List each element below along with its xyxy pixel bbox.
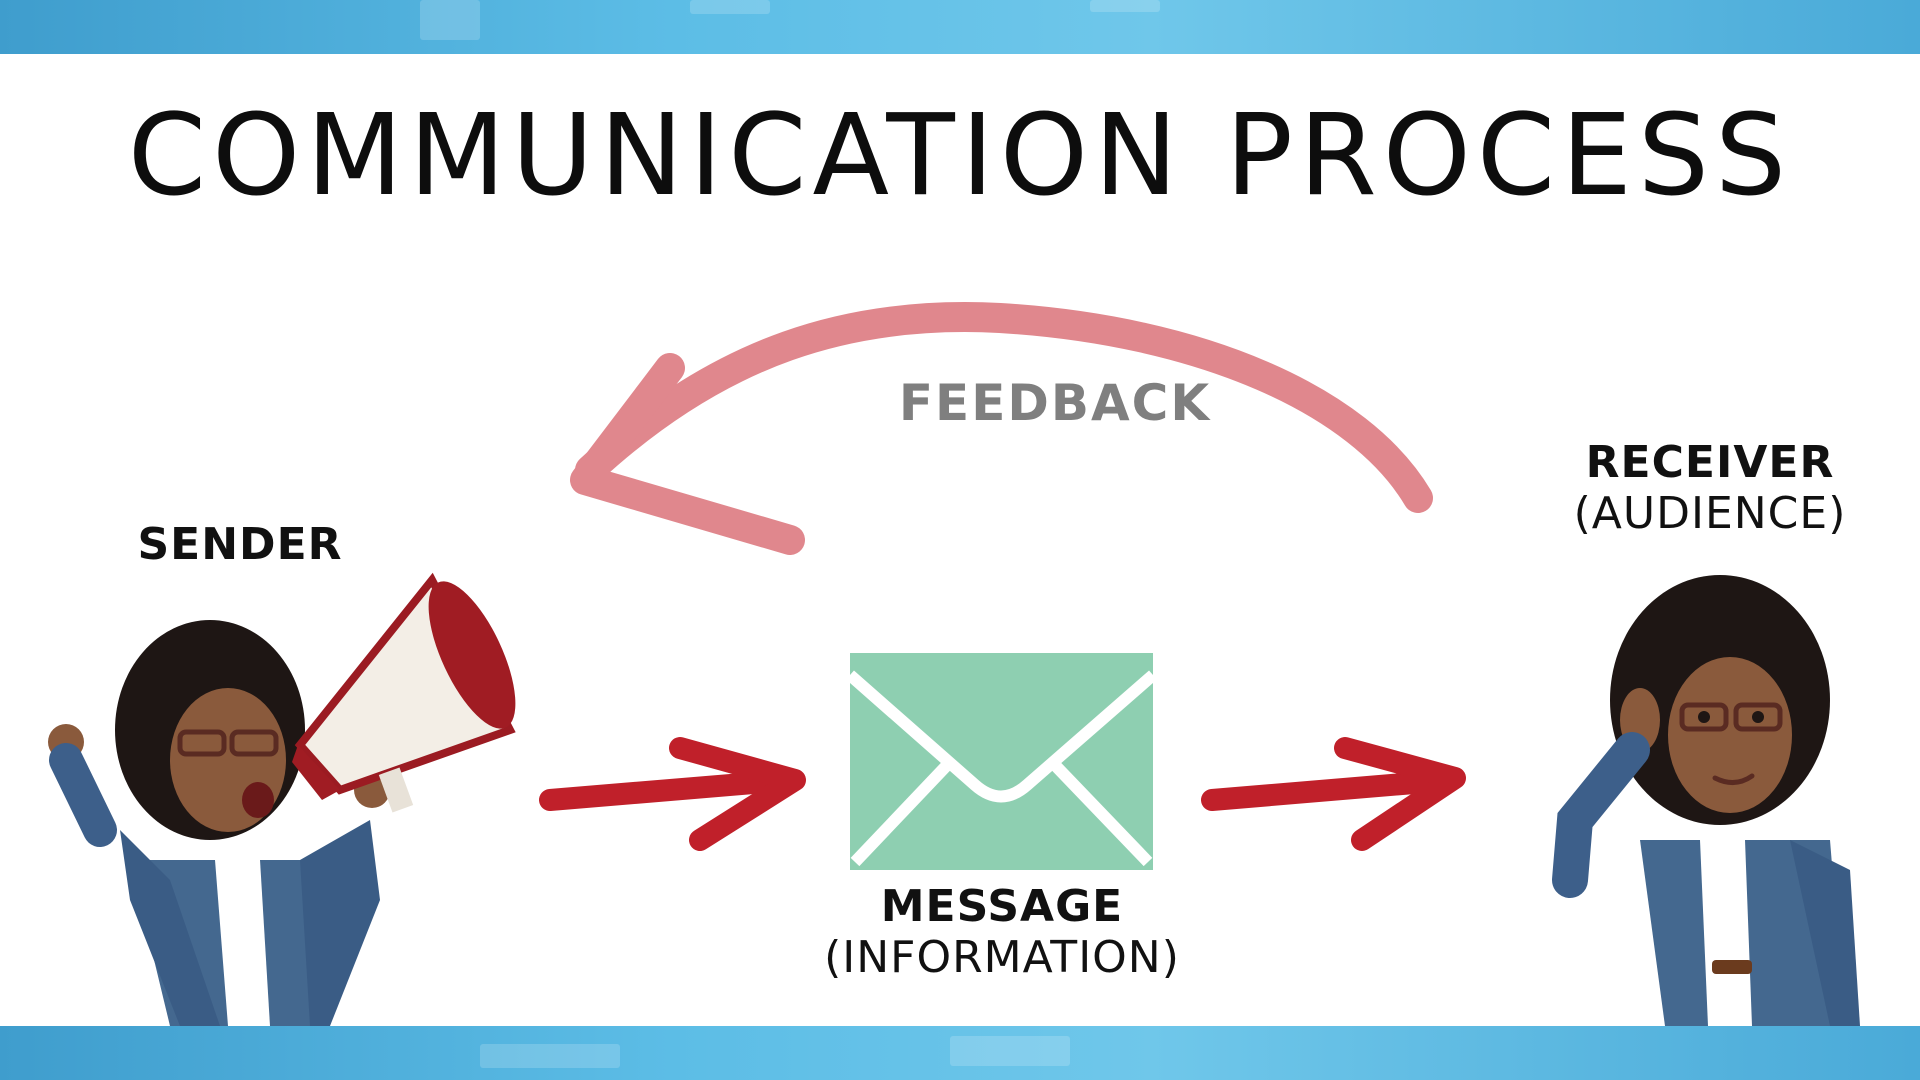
message-label-block: MESSAGE (INFORMATION) bbox=[800, 881, 1204, 983]
message-sublabel: (INFORMATION) bbox=[824, 931, 1180, 983]
curved-arrow-left-icon bbox=[575, 302, 1433, 513]
sender-label-block: SENDER bbox=[100, 519, 380, 571]
receiver-sublabel: (AUDIENCE) bbox=[1573, 487, 1847, 539]
message-label: MESSAGE bbox=[880, 881, 1124, 932]
feedback-arrowhead bbox=[570, 353, 805, 555]
receiver-label: RECEIVER bbox=[1585, 437, 1835, 488]
page-title: COMMUNICATION PROCESS bbox=[127, 91, 1793, 221]
person-with-megaphone-icon bbox=[48, 572, 516, 1026]
arrow-right-icon bbox=[539, 737, 806, 851]
arrow-right-icon bbox=[1201, 737, 1466, 851]
bottom-banner bbox=[0, 1026, 1920, 1080]
receiver-label-block: RECEIVER (AUDIENCE) bbox=[1560, 437, 1860, 539]
envelope-icon bbox=[846, 653, 1157, 870]
top-banner bbox=[0, 0, 1920, 54]
feedback-label: FEEDBACK bbox=[898, 374, 1212, 432]
person-listening-icon bbox=[1552, 575, 1860, 1026]
sender-label: SENDER bbox=[137, 519, 343, 570]
